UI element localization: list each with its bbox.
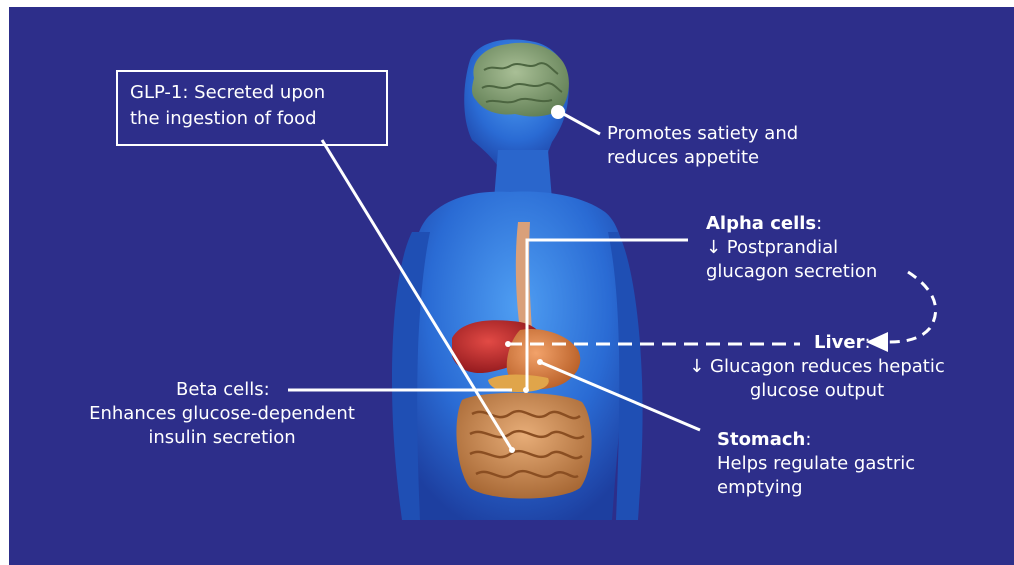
glp1-line2: the ingestion of food: [130, 106, 374, 132]
alpha-title: Alpha cells: [706, 213, 816, 234]
brain-connector: [560, 112, 600, 134]
alpha-colon: :: [816, 213, 822, 234]
stomach-colon: :: [805, 429, 811, 450]
beta-line3: insulin secretion: [58, 426, 386, 450]
beta-line2: Enhances glucose-dependent: [58, 402, 386, 426]
liver-line2: glucose output: [676, 379, 958, 403]
alpha-line1: ↓ Postprandial: [706, 236, 877, 260]
glp1-label-box: GLP-1: Secreted upon the ingestion of fo…: [116, 70, 388, 146]
stomach-title: Stomach: [717, 429, 805, 450]
glp1-line1: GLP-1: Secreted upon: [130, 80, 374, 106]
beta-cells-label: Beta cells: Enhances glucose-dependent i…: [58, 378, 386, 450]
liver-dot: [505, 341, 511, 347]
alpha-cells-label: Alpha cells: ↓ Postprandial glucagon sec…: [706, 212, 877, 284]
intestines: [456, 393, 591, 499]
stomach-line1: Helps regulate gastric: [717, 452, 915, 476]
intestine-dot: [509, 447, 515, 453]
stomach-dot: [537, 359, 543, 365]
brain-line1: Promotes satiety and: [607, 122, 798, 146]
liver-label: Liver: ↓ Glucagon reduces hepatic glucos…: [676, 331, 958, 403]
pancreas-dot: [523, 387, 529, 393]
brain-line2: reduces appetite: [607, 146, 798, 170]
beta-line1: Beta cells:: [58, 378, 386, 402]
alpha-line2: glucagon secretion: [706, 260, 877, 284]
stomach-line2: emptying: [717, 476, 915, 500]
stomach-label: Stomach: Helps regulate gastric emptying: [717, 428, 915, 500]
brain-dot: [551, 105, 565, 119]
liver-title: Liver: [814, 332, 864, 353]
brain: [472, 43, 569, 117]
brain-label: Promotes satiety and reduces appetite: [607, 122, 798, 170]
liver-colon: :: [864, 332, 870, 353]
liver-line1: ↓ Glucagon reduces hepatic: [676, 355, 958, 379]
